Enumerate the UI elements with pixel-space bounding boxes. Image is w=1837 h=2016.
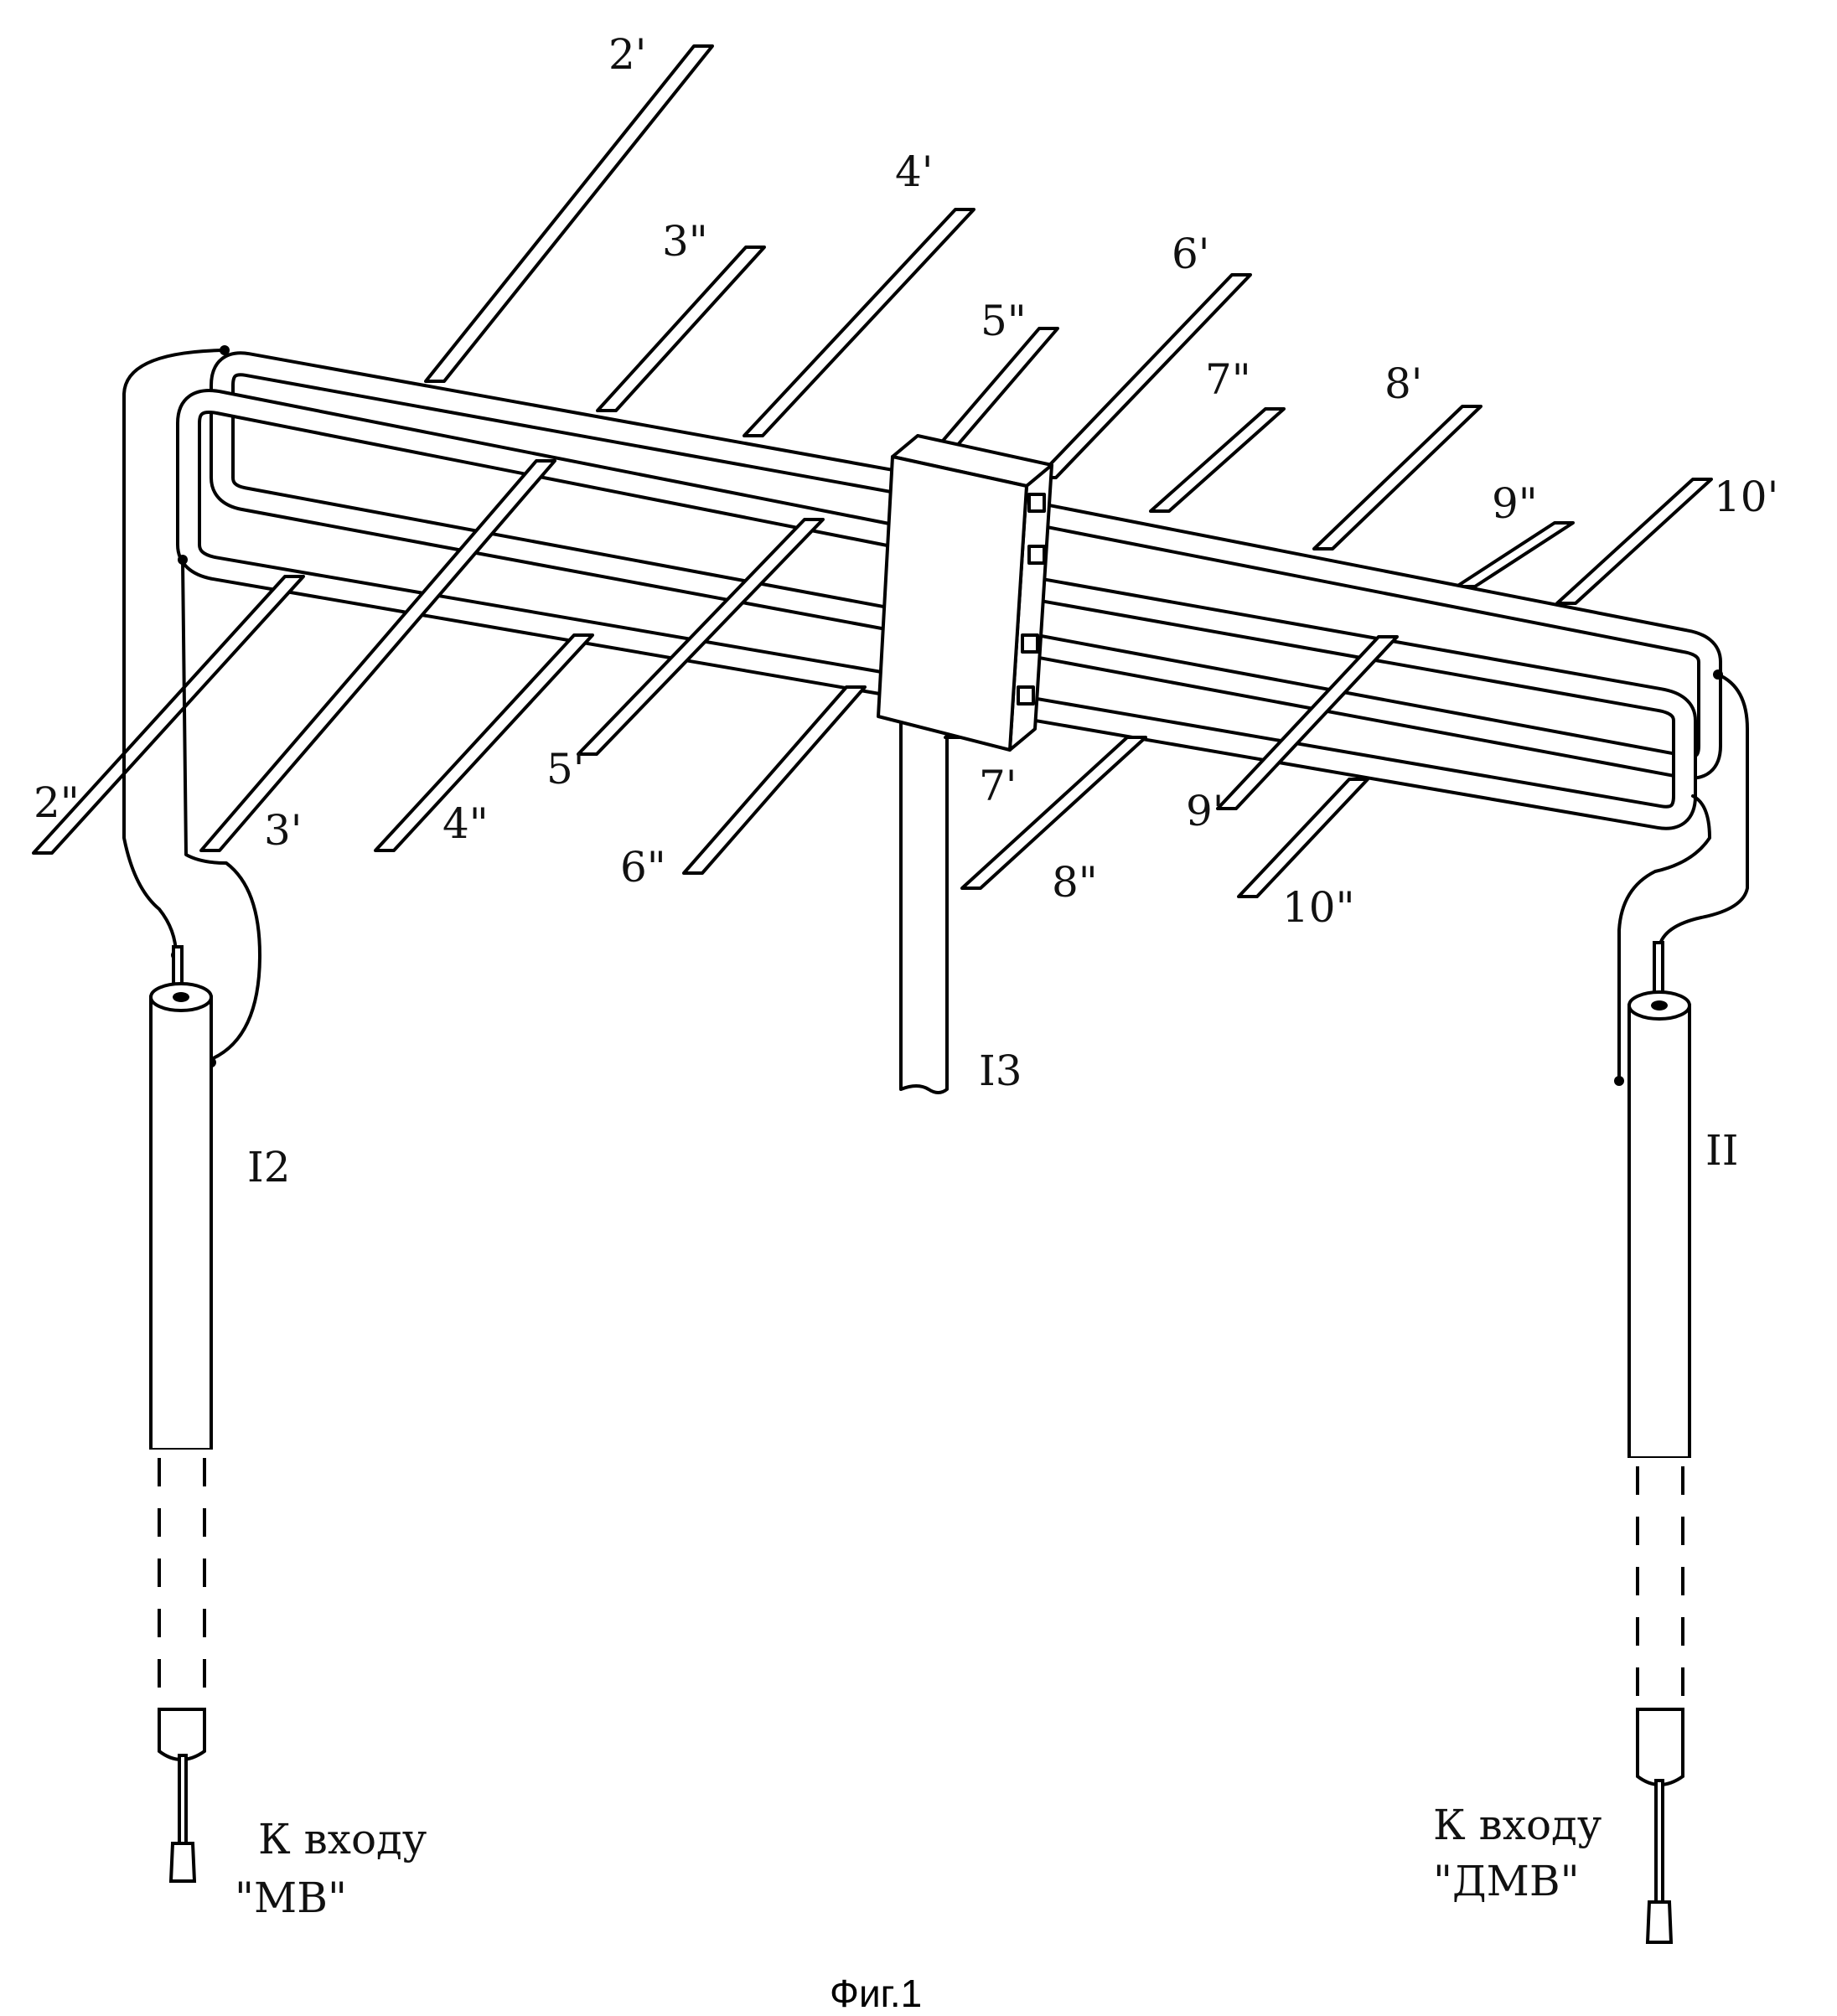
element-6-lower [682, 685, 867, 875]
label-cable-11: II [1705, 1126, 1739, 1175]
element-10-lower [1237, 778, 1369, 898]
element-5-lower [577, 518, 825, 756]
label-8-upper: 8' [1384, 359, 1423, 408]
label-3-upper: 3" [662, 217, 708, 266]
element-2-upper [424, 44, 714, 383]
element-7-upper [1149, 407, 1286, 513]
label-10-upper: 10' [1714, 473, 1778, 521]
element-8-lower [960, 736, 1147, 890]
element-2-lower [32, 575, 305, 855]
cable-11 [1627, 941, 1691, 1944]
element-3-upper [596, 246, 766, 412]
right-feed [1614, 669, 1749, 1086]
label-10-lower: 10" [1282, 883, 1355, 932]
label-9-lower: 9' [1186, 787, 1224, 835]
label-8-lower: 8" [1052, 858, 1098, 907]
mount-box [877, 434, 1053, 752]
element-4-upper [743, 208, 975, 437]
label-7-upper: 7" [1205, 355, 1251, 404]
element-9-lower [1216, 635, 1399, 810]
label-5-upper: 5" [981, 297, 1027, 345]
upper-elements [424, 44, 1713, 605]
label-2-lower: 2" [34, 778, 80, 827]
label-left-input-1: К входу [258, 1815, 427, 1864]
mast-13 [899, 719, 949, 1094]
element-10-upper [1555, 478, 1713, 605]
element-9-upper [1455, 521, 1575, 588]
cable-12 [149, 945, 213, 1883]
label-4-lower: 4" [442, 799, 489, 848]
label-6-lower: 6" [620, 843, 666, 892]
label-right-input-1: К входу [1433, 1801, 1602, 1849]
element-6-upper [1036, 273, 1252, 479]
label-7-lower: 7' [979, 762, 1017, 810]
label-3-lower: 3' [264, 806, 303, 855]
element-labels: 2' 2" 3" 3' 4' 4" 5" 5' 6' 6" 7" 7' 8' 8… [34, 30, 1778, 932]
label-cable-12: I2 [247, 1143, 291, 1192]
label-left-input-2: "МВ" [235, 1874, 347, 1922]
element-4-lower [374, 633, 594, 852]
label-2-upper: 2' [608, 30, 647, 79]
element-5-upper [931, 327, 1059, 454]
label-right-input-2: "ДМВ" [1433, 1857, 1580, 1905]
label-9-upper: 9" [1492, 479, 1538, 528]
label-4-upper: 4' [895, 147, 934, 196]
element-8-upper [1312, 405, 1483, 551]
label-mast-13: I3 [979, 1047, 1022, 1095]
figure-caption: Фиг.1 [830, 1972, 922, 2015]
label-5-lower: 5' [546, 745, 585, 793]
lower-elements [32, 459, 1399, 898]
label-6-upper: 6' [1172, 230, 1210, 278]
element-3-lower [199, 459, 556, 852]
